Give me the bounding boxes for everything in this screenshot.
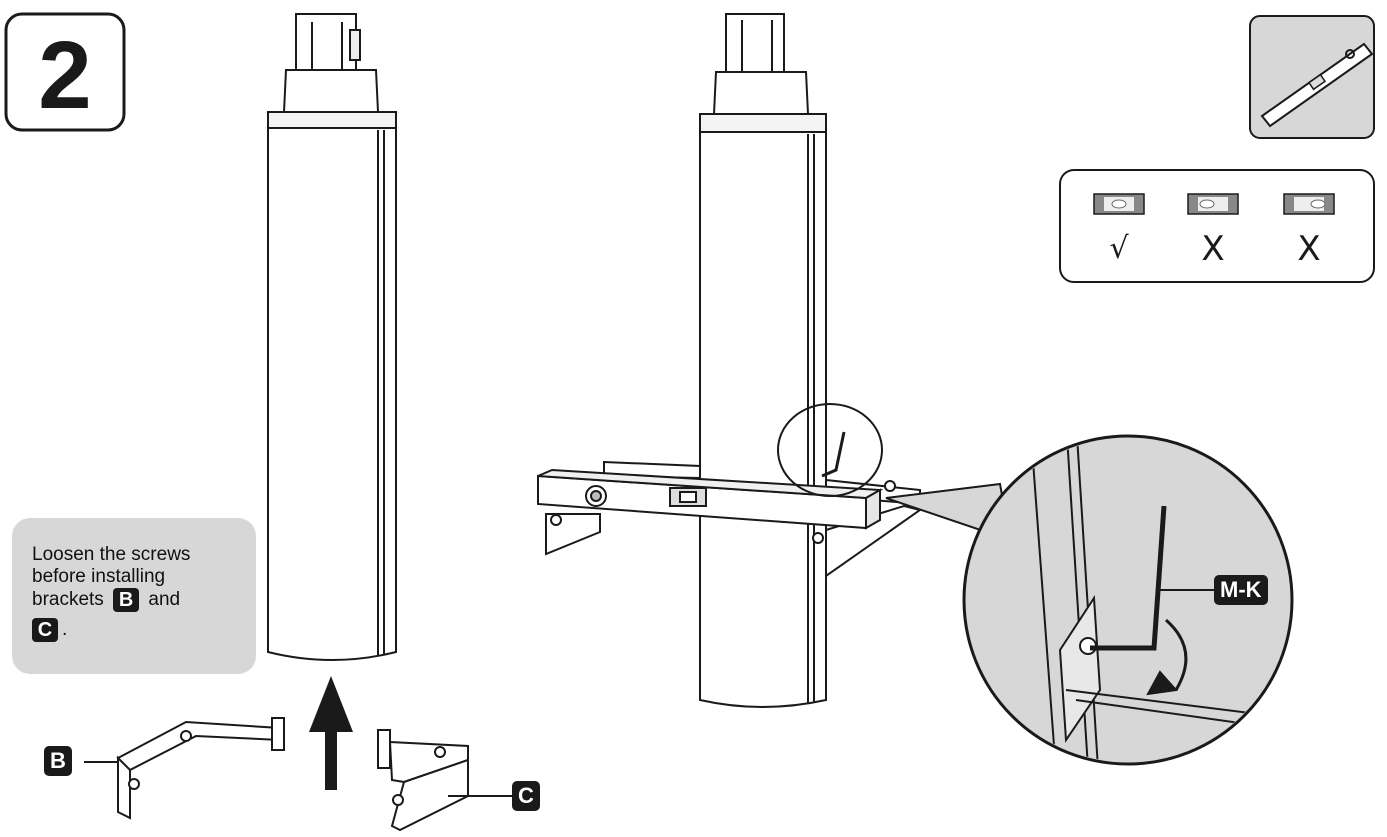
up-arrow-icon [309,676,353,790]
note-line-1: Loosen the screws [32,544,191,565]
left-column-top-insert [295,13,357,73]
bracket-c [377,729,512,832]
bracket-b-tag: B [113,588,140,612]
right-column-shaft [699,131,827,708]
bubble-vial-centered-icon [1093,193,1145,215]
bubble-vial-left-icon [1187,193,1239,215]
level-reading-guide: √ X X [1059,169,1375,283]
bracket-b [84,717,285,820]
left-column-shaft [267,127,397,661]
detail-marker [777,403,883,497]
zoom-detail [962,434,1294,766]
level-mark-wrong-1: X [1201,229,1224,269]
left-column [267,13,397,661]
level-mark-correct: √ [1109,231,1129,266]
right-column [699,13,827,708]
note-line-2: before installing [32,566,166,587]
step-badge: 2 [4,12,126,132]
instruction-text: Loosen the screws before installing brac… [32,544,190,642]
label-bracket-c: C [512,781,540,811]
spirit-level [537,468,884,530]
level-mark-wrong-2: X [1297,229,1320,269]
level-tool-icon [1249,15,1375,139]
label-hex-key: M-K [1214,575,1268,605]
note-line-4: C. [32,618,190,642]
note-and-word: and [148,589,181,611]
bubble-vial-right-icon [1283,193,1335,215]
note-period: . [62,619,68,641]
bracket-c-tag: C [32,618,58,642]
label-bracket-b: B [44,746,72,776]
instruction-note: Loosen the screws before installing brac… [12,518,256,674]
note-line-3: brackets B and [32,588,190,612]
step-number: 2 [38,22,91,129]
note-line-3-prefix: brackets [32,589,104,611]
